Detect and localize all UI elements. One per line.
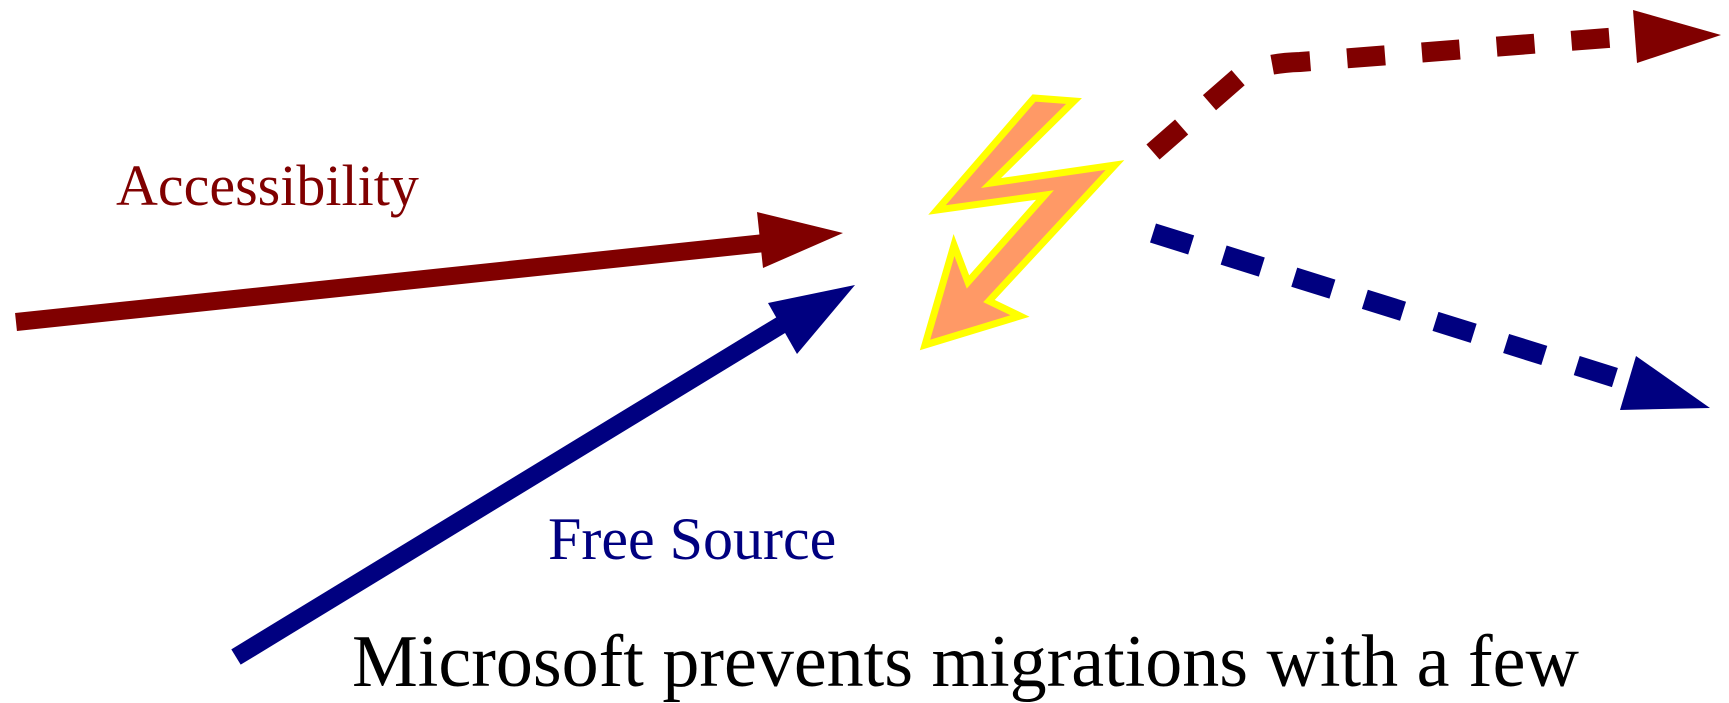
- free-source-output-arrow-head: [1620, 356, 1710, 410]
- free-source-output-arrow: [1150, 223, 1710, 410]
- diagram-canvas: [15, 10, 1721, 665]
- slide-caption: Microsoft prevents migrations with a few: [352, 621, 1579, 703]
- accessibility-dashed-path: [1146, 26, 1634, 160]
- accessibility-output-arrow-head: [1633, 10, 1721, 63]
- accessibility-arrow-head: [757, 212, 843, 268]
- free-source-arrow-head: [768, 285, 855, 354]
- free-source-label: Free Source: [548, 506, 837, 572]
- accessibility-label: Accessibility: [116, 153, 419, 218]
- accessibility-input-arrow: [15, 212, 843, 331]
- free-source-input-arrow: [231, 285, 855, 665]
- free-source-arrow-shaft: [231, 317, 786, 665]
- accessibility-arrow-shaft: [15, 234, 766, 331]
- free-source-dashed-path: [1150, 223, 1629, 391]
- lightning-bolt-icon: [919, 94, 1125, 351]
- accessibility-output-arrow: [1146, 10, 1721, 160]
